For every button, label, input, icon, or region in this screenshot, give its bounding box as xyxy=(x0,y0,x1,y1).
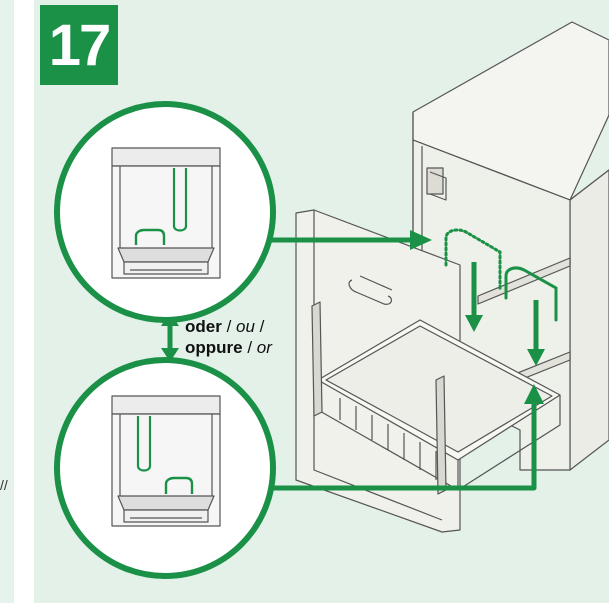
left-margin-strip: // xyxy=(0,0,14,603)
option-sep-2: / xyxy=(242,338,257,357)
option-sep-1: / xyxy=(221,317,237,336)
handle-old-position xyxy=(444,228,502,292)
detail-circle-bottom xyxy=(54,357,276,579)
slash-mark-icon: // xyxy=(0,477,8,493)
bin-tray xyxy=(311,301,561,495)
top-circle-handle-low xyxy=(134,228,166,245)
option-or: or xyxy=(256,338,272,357)
option-line-2: oppure / or xyxy=(185,337,272,358)
detail-circle-top xyxy=(54,101,276,323)
option-oder: oder xyxy=(185,317,222,336)
option-tail-1: / xyxy=(254,317,265,336)
option-ou: ou xyxy=(236,317,255,336)
step-number: 17 xyxy=(48,12,111,78)
connector-arrows xyxy=(161,230,545,491)
step-number-badge: 17 xyxy=(40,5,118,85)
handle-positions xyxy=(444,228,558,322)
option-oppure: oppure xyxy=(185,338,243,357)
bottom-circle-handle-high xyxy=(136,416,152,472)
option-line-1: oder / ou / xyxy=(185,316,272,337)
bottom-circle-handle-low xyxy=(164,476,194,494)
handle-new-position xyxy=(504,266,558,322)
top-circle-handle-high xyxy=(172,168,188,232)
alternative-options-label: oder / ou / oppure / or xyxy=(185,316,272,358)
